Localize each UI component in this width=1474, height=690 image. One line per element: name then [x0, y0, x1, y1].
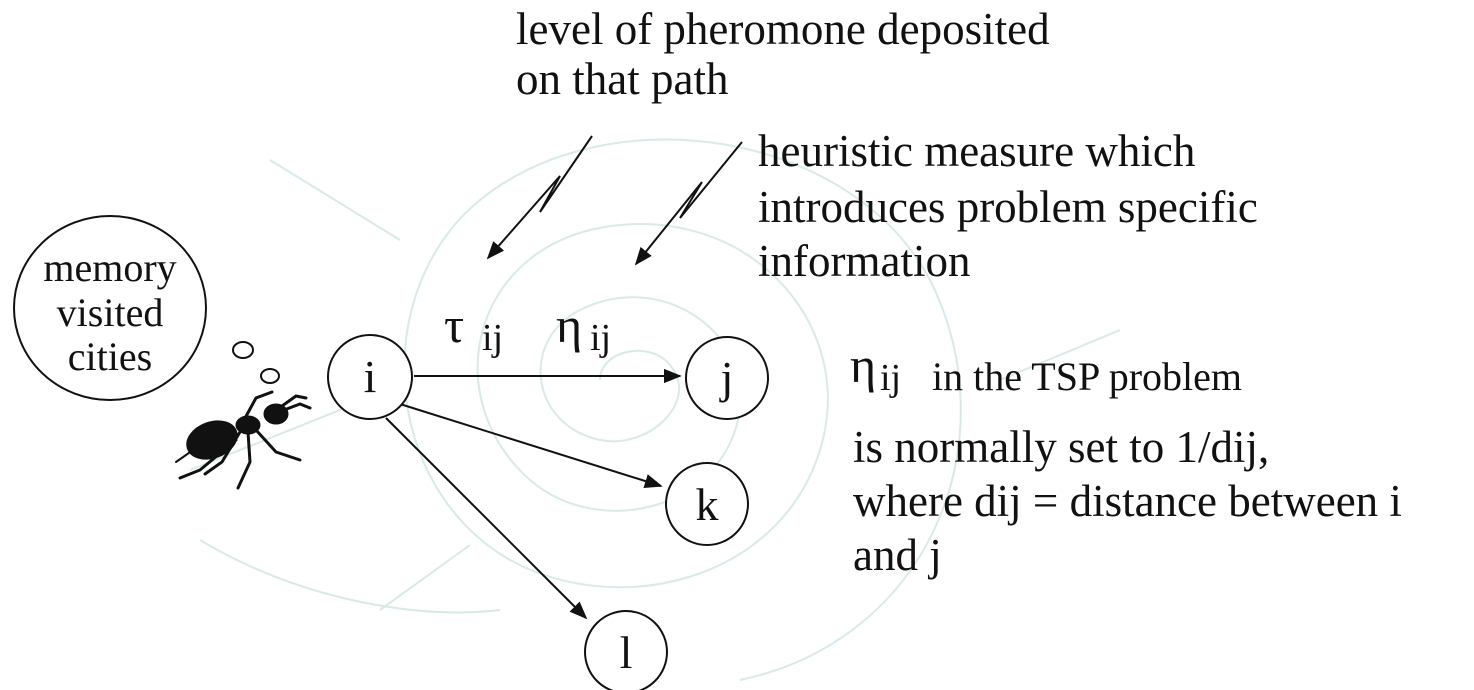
- explanation-eta-subscript: ij: [880, 357, 901, 399]
- heuristic-pointer-arrow: [636, 142, 742, 264]
- thought-bubble-dot-small: [261, 369, 279, 383]
- eta-symbol: η: [556, 297, 582, 353]
- explanation-line2: where dij = distance between i: [853, 476, 1402, 526]
- node-k: k: [666, 463, 748, 545]
- heuristic-annotation-line1: heuristic measure which: [758, 126, 1195, 176]
- eta-subscript: ij: [590, 317, 611, 359]
- memory-bubble-line1: memory: [43, 245, 176, 290]
- explanation-eta-symbol: η: [850, 337, 876, 393]
- memory-bubble-line2: visited: [57, 290, 164, 335]
- heuristic-annotation-line2: introduces problem specific: [758, 182, 1258, 232]
- heuristic-annotation-line3: information: [758, 236, 970, 286]
- pheromone-annotation-line1: level of pheromone deposited: [516, 4, 1050, 54]
- node-l: l: [585, 611, 667, 690]
- edge-i-l: [386, 418, 586, 618]
- thought-bubble-dot-large: [233, 342, 253, 358]
- node-j: j: [686, 337, 768, 419]
- node-j-label: j: [719, 352, 734, 403]
- node-k-label: k: [696, 479, 719, 530]
- ant-icon: [176, 392, 310, 488]
- tau-symbol: τ: [444, 297, 464, 353]
- explanation-heading: in the TSP problem: [932, 354, 1242, 399]
- explanation-line3: and j: [853, 530, 942, 580]
- pheromone-annotation-line2: on that path: [516, 54, 728, 104]
- memory-bubble-line3: cities: [68, 334, 152, 379]
- explanation-line1: is normally set to 1/dij,: [853, 422, 1269, 472]
- edge-i-k: [400, 404, 661, 486]
- node-i-label: i: [364, 351, 377, 402]
- pheromone-pointer-arrow: [488, 136, 592, 258]
- tau-subscript: ij: [482, 317, 503, 359]
- node-l-label: l: [620, 627, 633, 678]
- node-i: i: [328, 335, 412, 419]
